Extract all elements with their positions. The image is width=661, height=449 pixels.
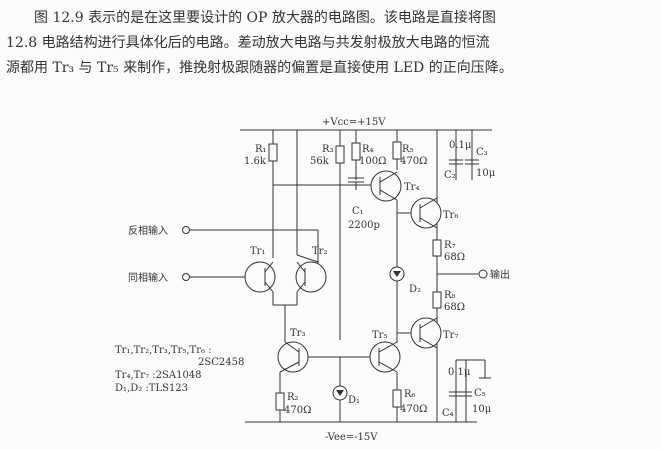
paragraph-line: 源都用 Tr₃ 与 Tr₅ 来制作，推挽射极跟随器的偏置是直接使用 LED 的正…	[6, 60, 513, 76]
circuit-label: 100Ω	[359, 156, 386, 167]
circuit-label: C₁	[352, 206, 364, 217]
circuit-label: Tr₇	[443, 330, 458, 341]
circuit-label: R₁	[255, 144, 267, 155]
transistor-tr1	[244, 261, 276, 293]
resistor-r1	[268, 143, 278, 162]
circuit-wire	[419, 317, 438, 329]
output-terminal[interactable]	[478, 269, 488, 279]
circuit-wire	[379, 189, 398, 201]
circuit-label: 0.1μ	[449, 140, 472, 151]
vcc-label: +Vcc=+15V	[322, 117, 386, 128]
noninverting-input-label: 同相输入	[128, 271, 168, 284]
parts-list-line: Tr₁,Tr₂,Tr₃,Tr₅,Tr₆ :	[115, 345, 212, 356]
circuit-label: 1.6k	[244, 156, 267, 167]
circuit-label: 470Ω	[400, 156, 427, 167]
circuit-label: R₂	[287, 392, 299, 403]
circuit-label: Tr₂	[312, 246, 327, 257]
resistor-r4	[351, 142, 361, 161]
circuit-wire	[264, 281, 274, 293]
circuit-label: 470Ω	[284, 405, 311, 416]
circuit-label: 2200p	[348, 220, 380, 231]
circuit-label: 470Ω	[400, 404, 427, 415]
circuit-label: R₈	[444, 290, 456, 301]
circuit-wire	[296, 261, 306, 273]
paragraph-line: 图 12.9 表示的是在这里要设计的 OP 放大器的电路图。该电路是直接将图	[34, 10, 496, 26]
circuit-label: Tr₄	[404, 182, 419, 193]
circuit-label: 10μ	[476, 168, 496, 179]
circuit-label: 68Ω	[444, 302, 465, 313]
resistor-r7	[432, 239, 442, 257]
circuit-label: C₅	[474, 388, 486, 399]
circuit-wire	[419, 337, 438, 349]
circuit-label: Tr₆	[443, 210, 458, 221]
circuit-wire	[336, 390, 344, 396]
circuit-label: 输出	[490, 268, 510, 281]
circuit-label: 68Ω	[444, 252, 465, 263]
circuit-label: 0.1μ	[448, 367, 471, 378]
transistor-tr6	[410, 197, 442, 229]
circuit-wire	[279, 361, 300, 373]
circuit-wire	[296, 254, 319, 263]
circuit-label: C₃	[476, 147, 488, 158]
vee-label: -Vee=-15V	[325, 432, 378, 443]
circuit-label: R₇	[444, 240, 456, 251]
transistor-tr7	[410, 317, 442, 349]
noninverting-input-terminal[interactable]	[182, 273, 190, 281]
circuit-wire	[419, 217, 438, 229]
parts-list-line: 2SC2458	[198, 357, 244, 368]
circuit-label: R₄	[362, 144, 374, 155]
resistor-r3	[335, 145, 345, 164]
circuit-wire	[378, 361, 398, 373]
circuit-wire	[419, 197, 438, 209]
resistor-r5	[392, 141, 402, 160]
circuit-label: Tr₁	[250, 246, 265, 257]
resistor-r8	[432, 291, 442, 309]
resistor-r6	[392, 389, 402, 408]
circuit-wire	[264, 261, 274, 273]
circuit-label: C₂	[444, 170, 456, 181]
transistor-tr5	[369, 341, 401, 373]
transistor-tr4	[370, 170, 402, 202]
circuit-label: R₅	[402, 144, 414, 155]
circuit-label: 56k	[310, 156, 330, 167]
circuit-wire	[393, 271, 401, 277]
circuit-wire	[284, 341, 300, 353]
circuit-label: 10μ	[472, 404, 492, 415]
circuit-label: Tr₃	[290, 328, 305, 339]
circuit-wire	[379, 171, 398, 183]
paragraph-line: 12.8 电路结构进行具体化后的电路。差动放大电路与共发射极放大电路的恒流	[6, 35, 490, 51]
inverting-input-label: 反相输入	[128, 224, 168, 237]
circuit-label: C₄	[442, 408, 454, 419]
parts-list-line: D₁,D₂ :TLS123	[115, 383, 188, 394]
circuit-wire	[378, 341, 398, 353]
circuit-wire	[296, 281, 306, 293]
resistor-r2	[275, 392, 285, 411]
circuit-label: D₁	[348, 395, 360, 406]
circuit-label: R₃	[322, 144, 334, 155]
circuit-label: D₂	[409, 284, 421, 295]
inverting-input-terminal[interactable]	[182, 226, 190, 234]
transistor-tr3	[277, 341, 309, 373]
parts-list-line: Tr₄,Tr₇ :2SA1048	[115, 370, 202, 381]
circuit-label: R₆	[404, 389, 416, 400]
circuit-label: Tr₅	[372, 330, 387, 341]
